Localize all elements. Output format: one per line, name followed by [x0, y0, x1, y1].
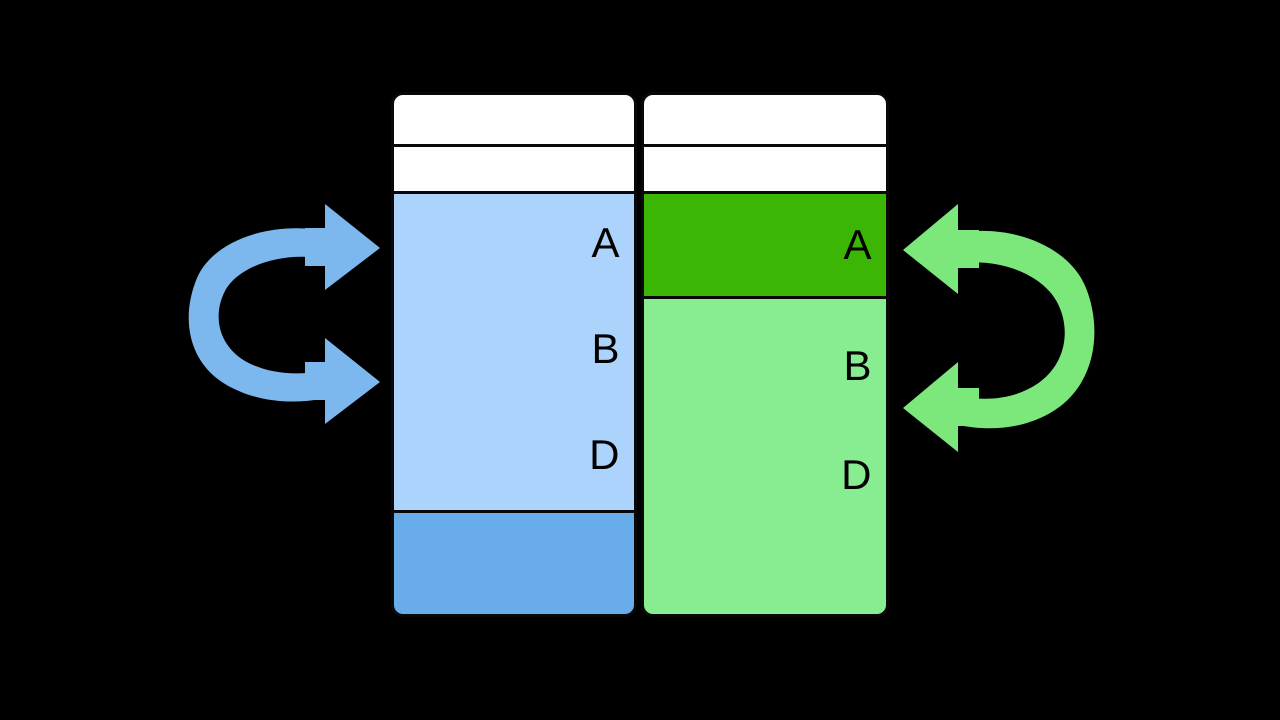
right-segment-white-top — [641, 92, 889, 147]
left-segment-lightblue-labels: A B D — [394, 194, 634, 510]
left-segment-white-second — [391, 144, 637, 194]
left-segment-white-top — [391, 92, 637, 147]
left-label-a: A — [591, 219, 620, 266]
right-segment-white-second — [641, 144, 889, 194]
left-segment-darkblue — [391, 510, 637, 617]
green-double-arrow-icon — [903, 204, 1095, 452]
right-segment-lightgreen: B D — [641, 296, 889, 617]
right-label-d: D — [841, 451, 872, 498]
left-label-b: B — [591, 325, 620, 372]
blue-double-arrow-icon — [188, 204, 380, 424]
blue-double-arrow — [175, 196, 390, 431]
right-label-b: B — [843, 342, 872, 389]
left-segment-lightblue: A B D — [391, 191, 637, 513]
right-segment-lightgreen-labels: B D — [644, 299, 886, 614]
left-label-d: D — [589, 431, 620, 478]
green-double-arrow — [893, 196, 1108, 461]
right-segment-darkgreen: A — [641, 191, 889, 299]
blue-stacked-column: A B D — [391, 92, 637, 626]
right-label-a: A — [843, 221, 872, 268]
green-stacked-column: A B D — [641, 92, 889, 626]
